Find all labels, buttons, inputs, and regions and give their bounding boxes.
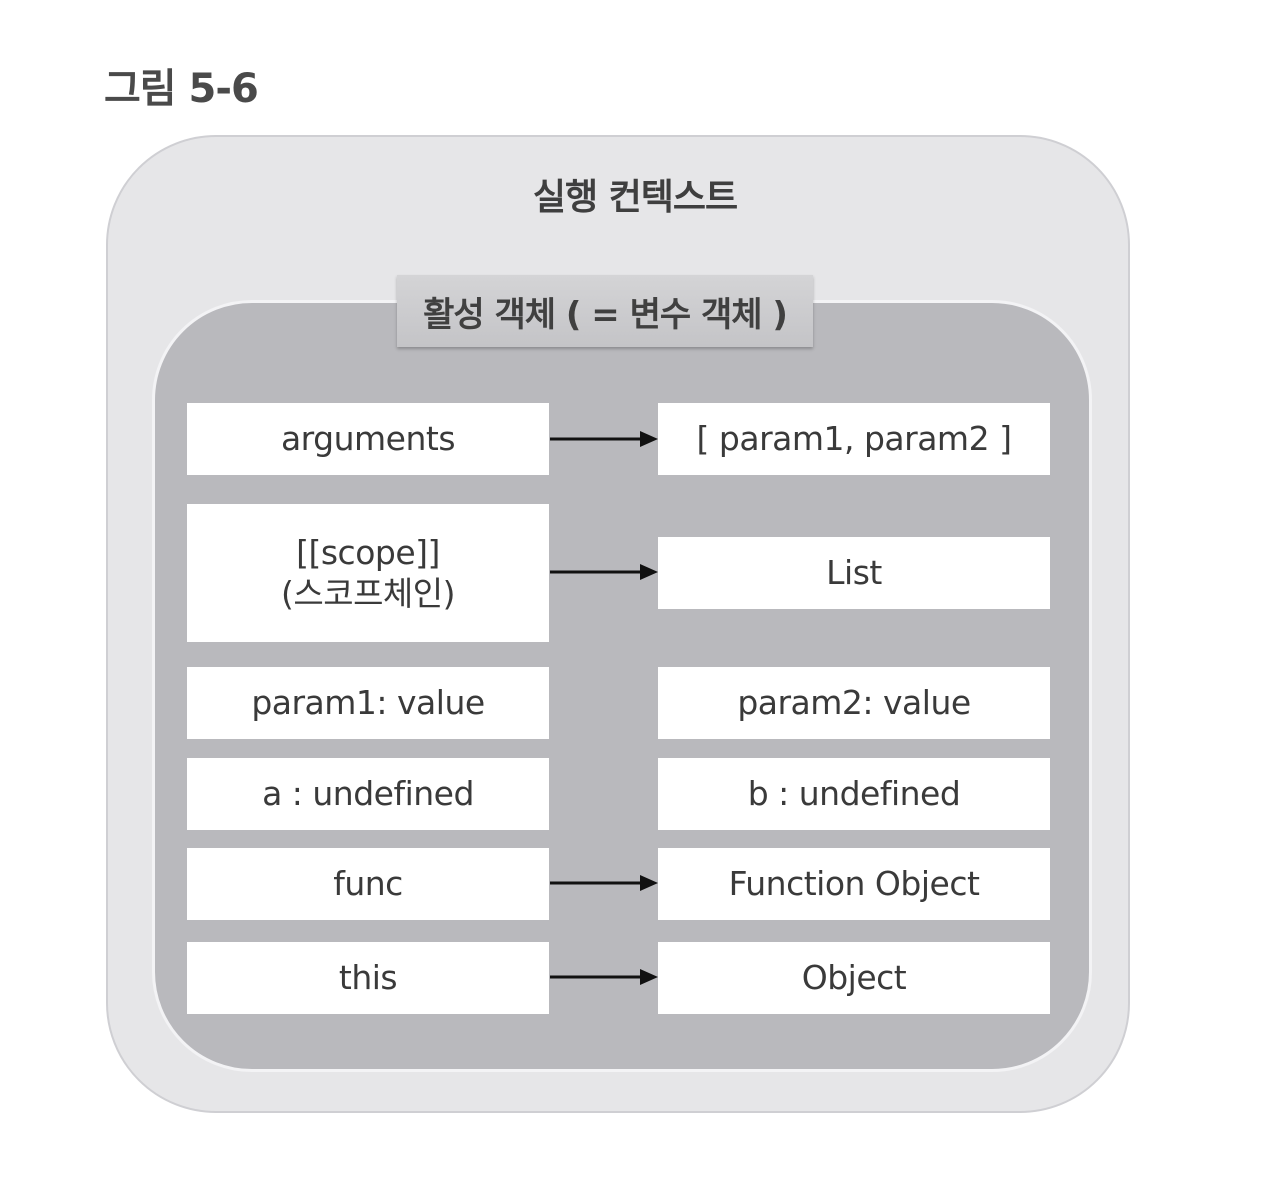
figure-label: 그림 5-6 xyxy=(104,66,259,112)
scope-arrow xyxy=(550,564,658,580)
this-box: this xyxy=(187,942,549,1014)
var-b-label: b : undefined xyxy=(747,774,961,814)
param1-box: param1: value xyxy=(187,667,549,739)
this-value-label: Object xyxy=(801,958,907,998)
scope-value-label: List xyxy=(826,553,882,593)
func-value-box: Function Object xyxy=(658,848,1050,920)
this-arrow xyxy=(550,969,658,985)
this-label: this xyxy=(338,958,398,998)
arguments-value-label: [ param1, param2 ] xyxy=(696,419,1012,459)
scope-chain-label: (스코프체인) xyxy=(280,574,456,613)
arguments-value-box: [ param1, param2 ] xyxy=(658,403,1050,475)
activation-object-title: 활성 객체 ( = 변수 객체 ) xyxy=(397,275,813,347)
scope-value-box: List xyxy=(658,537,1050,609)
var-a-label: a : undefined xyxy=(262,774,474,814)
this-value-box: Object xyxy=(658,942,1050,1014)
func-value-label: Function Object xyxy=(728,864,980,904)
arguments-box: arguments xyxy=(187,403,549,475)
arguments-label: arguments xyxy=(280,419,456,459)
func-box: func xyxy=(187,848,549,920)
scope-box: [[scope]] (스코프체인) xyxy=(187,504,549,642)
func-arrow xyxy=(550,875,658,891)
var-a-box: a : undefined xyxy=(187,758,549,830)
func-label: func xyxy=(333,864,403,904)
param2-box: param2: value xyxy=(658,667,1050,739)
param1-label: param1: value xyxy=(251,683,485,723)
var-b-box: b : undefined xyxy=(658,758,1050,830)
param2-label: param2: value xyxy=(737,683,971,723)
arguments-arrow xyxy=(550,431,658,447)
execution-context-title: 실행 컨텍스트 xyxy=(532,177,738,218)
scope-label: [[scope]] xyxy=(296,532,440,572)
